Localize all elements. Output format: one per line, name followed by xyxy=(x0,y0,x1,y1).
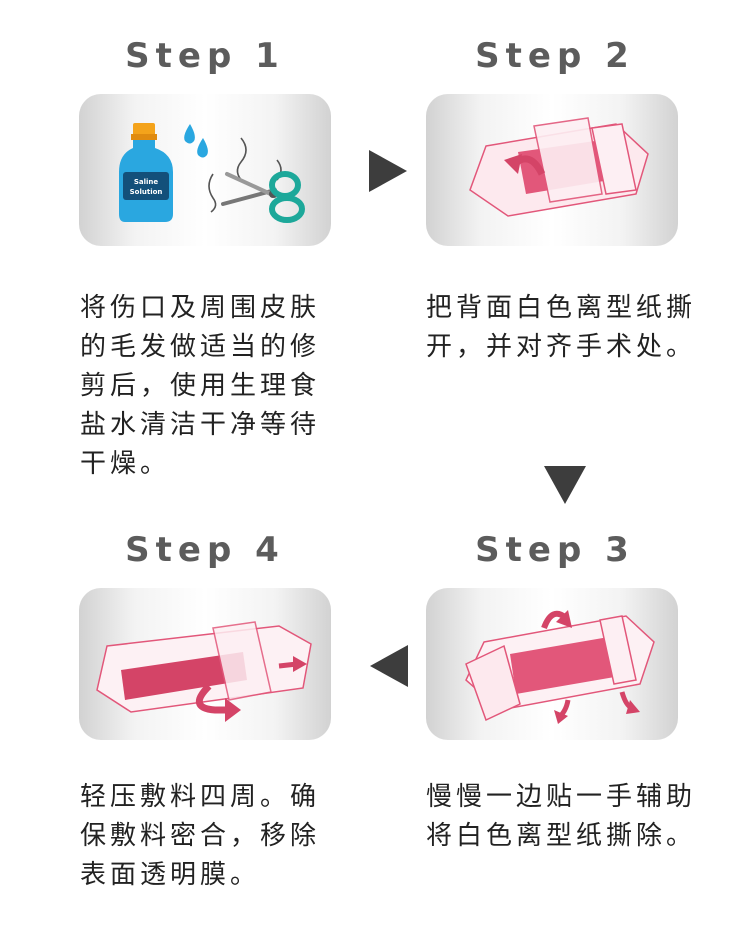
water-drop-icon xyxy=(197,138,208,158)
left-arrow-icon xyxy=(370,645,408,687)
down-arrow-icon xyxy=(544,466,586,504)
water-drop-icon xyxy=(184,124,195,144)
step-4-description: 轻压敷料四周。确保敷料密合，移除表面透明膜。 xyxy=(80,782,321,890)
step-3-illustration xyxy=(426,588,678,740)
play-arrow-icon xyxy=(369,150,407,192)
curved-arrow-icon xyxy=(196,683,229,714)
scissors-icon xyxy=(221,171,305,223)
bottle-label-1: Saline xyxy=(134,178,159,186)
step-4-title: Step 4 xyxy=(125,530,285,570)
step-3-title: Step 3 xyxy=(475,530,635,570)
bottle-label-2: Solution xyxy=(130,188,163,196)
step-2-illustration xyxy=(426,94,678,246)
step-1-title: Step 1 xyxy=(125,36,285,76)
step-2-description: 把背面白色离型纸撕开，并对齐手术处。 xyxy=(426,293,697,362)
saline-scissors-icon: Saline Solution xyxy=(119,123,305,223)
step-1-illustration: Saline Solution xyxy=(79,94,331,246)
step-4-illustration xyxy=(79,588,331,740)
step-3-description: 慢慢一边贴一手辅助将白色离型纸撕除。 xyxy=(426,782,697,851)
step-2-title: Step 2 xyxy=(475,36,635,76)
saline-bottle-icon: Saline Solution xyxy=(119,123,173,222)
step-1-description: 将伤口及周围皮肤的毛发做适当的修剪后，使用生理食盐水清洁干净等待干燥。 xyxy=(80,293,321,479)
